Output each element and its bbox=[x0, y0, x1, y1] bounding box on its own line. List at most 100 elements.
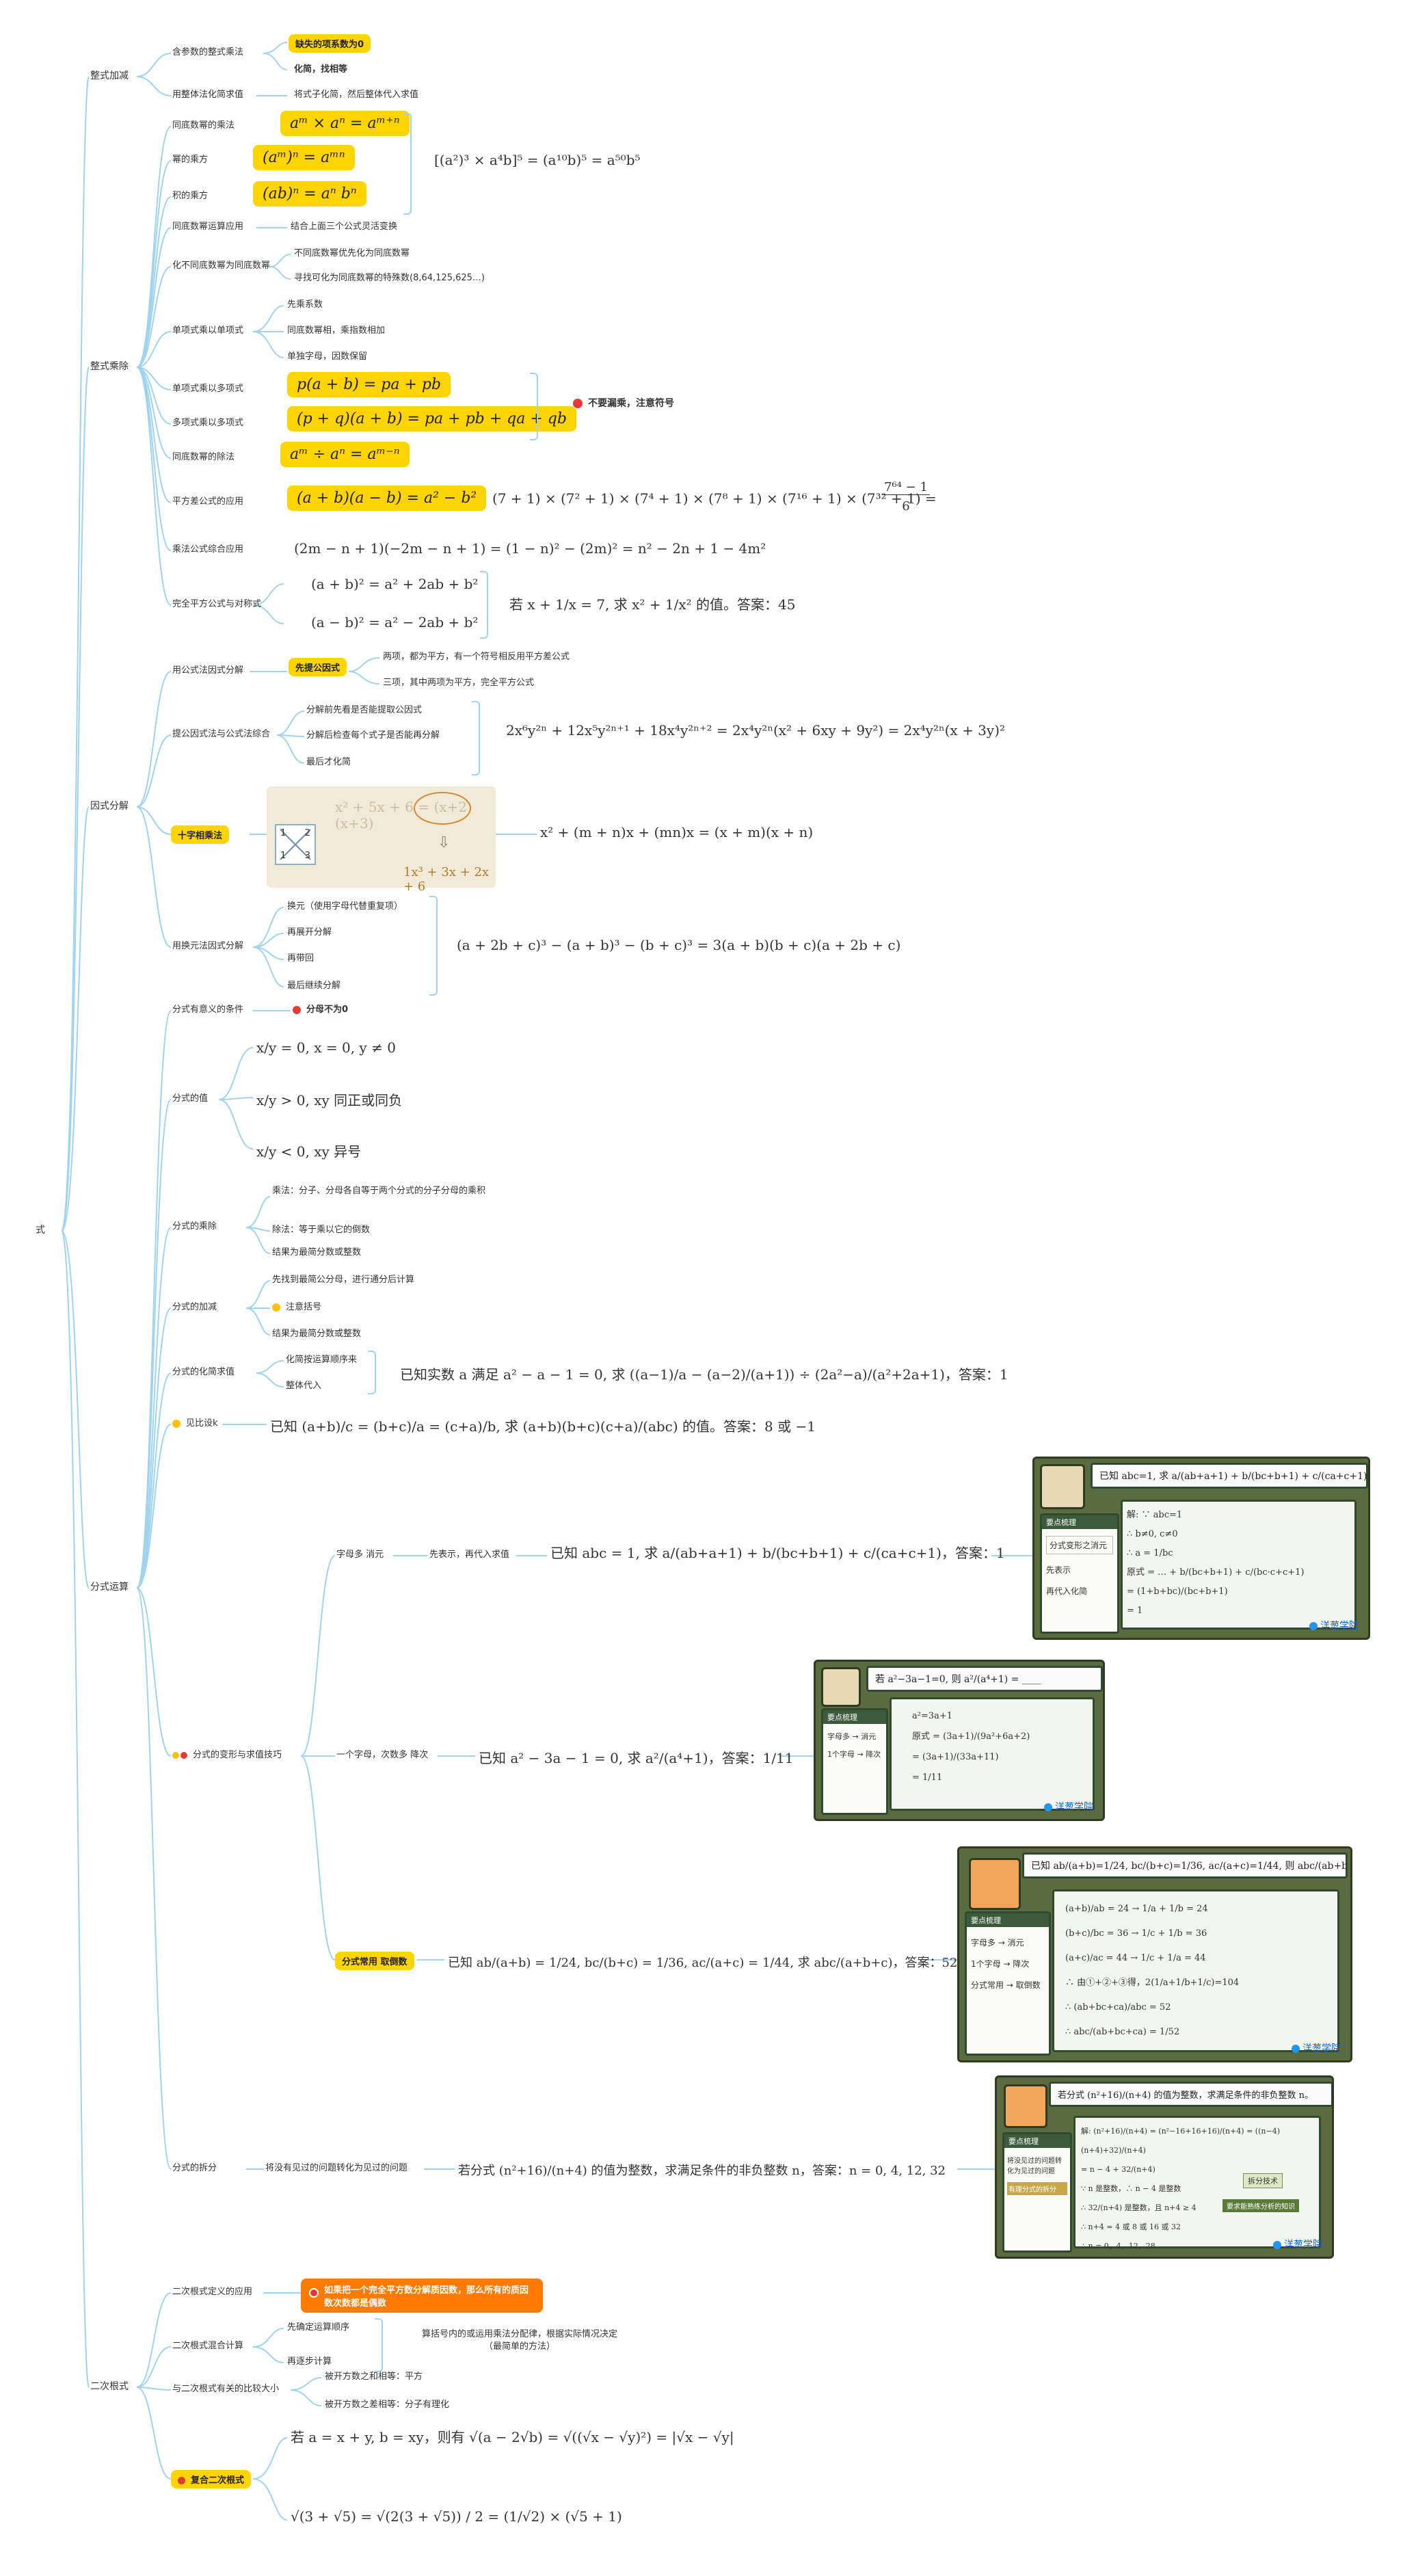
node-radical-compare-child-1: 被开方数之和相等：平方 bbox=[325, 2372, 423, 2382]
example-tip-eliminate: 已知 abc = 1, 求 a/(ab+a+1) + b/(bc+b+1) + … bbox=[550, 1545, 1005, 1561]
node-fraction-addsub-child-2-text: 注意括号 bbox=[286, 1302, 322, 1312]
cross-grid-tr: 2 bbox=[304, 828, 310, 838]
formula-substitution: (a + 2b + c)³ − (a + b)³ − (b + c)³ = 3(… bbox=[457, 937, 901, 953]
panel-logo-text: 洋葱学院 bbox=[1284, 2240, 1322, 2250]
lesson-panel-split: 若分式 (n²+16)/(n+4) 的值为整数，求满足条件的非负整数 n。 要点… bbox=[995, 2075, 1334, 2259]
node-radical-mixed-child-1: 先确定运算顺序 bbox=[287, 2322, 350, 2333]
yellow-dot-icon bbox=[172, 1751, 179, 1759]
lesson-panel-reduce-degree: 若 a²−3a−1=0, 则 a²/(a⁴+1) = ____ 要点梳理 字母多… bbox=[814, 1660, 1105, 1821]
panel-sidebar: 要点梳理 将没见过的问题转化为见过的问题 有理分式的拆分 bbox=[1002, 2132, 1072, 2253]
tag-common-factor-first: 先提公因式 bbox=[289, 658, 347, 676]
node-fraction-split-step: 将没有见过的问题转化为见过的问题 bbox=[265, 2163, 408, 2173]
node-fraction-meaningful: 分式有意义的条件 bbox=[172, 1005, 244, 1015]
node-whole-method: 用整体法化简求值 bbox=[172, 90, 244, 100]
avatar bbox=[1040, 1464, 1085, 1509]
panel-sidebar-title: 要点梳理 bbox=[823, 1710, 886, 1724]
panel-board: 解: (n²+16)/(n+4) = (n²−16+16+16)/(n+4) =… bbox=[1073, 2116, 1321, 2250]
case-fraction-negative: x/y < 0, xy 异号 bbox=[256, 1143, 362, 1160]
example-square-diff: (7 + 1) × (7² + 1) × (7⁴ + 1) × (7⁸ + 1)… bbox=[492, 490, 937, 507]
formula-power-division: aᵐ ÷ aⁿ = aᵐ⁻ⁿ bbox=[280, 442, 410, 467]
node-ratio-k-text: 见比设k bbox=[186, 1418, 218, 1429]
node-factor-mixed-child-3: 最后才化简 bbox=[306, 757, 351, 767]
panel-question: 已知 ab/(a+b)=1/24, bc/(b+c)=1/36, ac/(a+c… bbox=[1022, 1853, 1348, 1878]
note-no-miss: 不要漏乘，注意符号 bbox=[573, 397, 674, 410]
formula-power-mult: aᵐ × aⁿ = aᵐ⁺ⁿ bbox=[280, 111, 410, 136]
panel-logo-text: 洋葱学院 bbox=[1320, 1621, 1359, 1632]
tag-tip-reciprocal: 分式常用 取倒数 bbox=[335, 1952, 414, 1970]
node-param-multiply: 含参数的整式乘法 bbox=[172, 47, 244, 57]
node-substitution-child-1: 换元（使用字母代替重复项） bbox=[287, 901, 403, 912]
node-factor-two-terms: 两项，都为平方，有一个符号相反用平方差公式 bbox=[383, 652, 570, 662]
cross-grid-bl: 1 bbox=[280, 851, 286, 861]
example-fraction-simplify: 已知实数 a 满足 a² − a − 1 = 0, 求 ((a−1)/a − (… bbox=[400, 1366, 1008, 1383]
case-fraction-zero: x/y = 0, x = 0, y ≠ 0 bbox=[256, 1039, 396, 1056]
node-power-combo-child: 结合上面三个公式灵活变换 bbox=[291, 222, 398, 232]
branch-zhengshi-jiajian: 整式加减 bbox=[90, 70, 129, 81]
node-convert-base: 化不同底数幂为同底数幂 bbox=[172, 261, 271, 271]
onion-logo-icon bbox=[1044, 1803, 1052, 1811]
case-fraction-positive: x/y > 0, xy 同正或同负 bbox=[256, 1092, 403, 1108]
panel-sidebar-item-3: 再代入化简 bbox=[1046, 1586, 1088, 1596]
node-fraction-multdiv: 分式的乘除 bbox=[172, 1221, 217, 1232]
branch-zhengshi-chengchu: 整式乘除 bbox=[90, 361, 129, 372]
example-formula-combo: (2m − n + 1)(−2m − n + 1) = (1 − n)² − (… bbox=[294, 540, 766, 557]
node-fraction-div-rule: 除法：等于乘以它的倒数 bbox=[272, 1225, 371, 1235]
panel-step-2: ∴ b≠0, c≠0 bbox=[1127, 1529, 1178, 1539]
panel-step-5: = (1+b+bc)/(bc+b+1) bbox=[1127, 1586, 1228, 1597]
panel-sidebar-item-1: 字母多 → 消元 bbox=[827, 1732, 877, 1741]
example-power: [(a²)³ × a⁴b]⁵ = (a¹⁰b)⁵ = a⁵⁰b⁵ bbox=[434, 152, 641, 168]
node-mono-child-3: 单独字母，因数保留 bbox=[287, 351, 368, 362]
panel-logo: 洋葱学院 bbox=[1309, 1619, 1359, 1632]
formula-poly-poly: (p + q)(a + b) = pa + pb + qa + qb bbox=[287, 406, 576, 431]
node-ratio-k: 见比设k bbox=[172, 1418, 218, 1430]
onion-logo-icon bbox=[1273, 2241, 1281, 2249]
panel-step-6: ∴ n = 0，4，12，28 bbox=[1081, 2242, 1155, 2250]
panel-logo: 洋葱学院 bbox=[1292, 2041, 1341, 2055]
node-fraction-simplify-child-2: 整体代入 bbox=[286, 1381, 322, 1391]
note-no-miss-text: 不要漏乘，注意符号 bbox=[588, 398, 674, 409]
panel-question: 若分式 (n²+16)/(n+4) 的值为整数，求满足条件的非负整数 n。 bbox=[1049, 2082, 1332, 2107]
note-radical-mixed: 算括号内的或运用乘法分配律，根据实际情况决定（最简单的方法） bbox=[421, 2329, 617, 2352]
panel-board: a²=3a+1 原式 = (3a+1)/(9a²+6a+2) = (3a+1)/… bbox=[890, 1697, 1095, 1811]
panel-logo-text: 洋葱学院 bbox=[1302, 2043, 1341, 2054]
panel-sidebar: 要点梳理 字母多 → 消元 1个字母 → 降次 分式常用 → 取倒数 bbox=[965, 1911, 1051, 2056]
panel-step-1: 解: (n²+16)/(n+4) = (n²−16+16+16)/(n+4) =… bbox=[1081, 2127, 1280, 2155]
node-fraction-simplify-child-1: 化简按运算顺序来 bbox=[286, 1355, 358, 1365]
panel-step-5: ∴ n+4 = 4 或 8 或 16 或 32 bbox=[1081, 2222, 1181, 2231]
red-dot-icon bbox=[309, 2288, 319, 2298]
panel-sidebar-item-2: 有理分式的拆分 bbox=[1007, 2182, 1067, 2195]
node-factor-mixed-child-1: 分解前先看是否能提取公因式 bbox=[306, 705, 423, 715]
bracket-perfect-square bbox=[480, 571, 488, 639]
panel-step-4: ∴ 由①+②+③得，2(1/a+1/b+1/c)=104 bbox=[1065, 1978, 1240, 1988]
red-dot-icon bbox=[573, 399, 583, 408]
node-fraction-addsub-child-1: 先找到最简公分母，进行通分后计算 bbox=[272, 1275, 415, 1285]
note-radical-definition-text: 如果把一个完全平方数分解质因数，那么所有的质因数次数都是偶数 bbox=[324, 2285, 529, 2309]
node-fraction-transform-text: 分式的变形与求值技巧 bbox=[193, 1750, 282, 1760]
node-radical-mixed: 二次根式混合计算 bbox=[172, 2341, 244, 2351]
bracket-substitution bbox=[429, 896, 438, 996]
cross-grid: 1 2 1 3 bbox=[275, 824, 316, 865]
example-factor-mixed: 2x⁶y²ⁿ + 12x⁵y²ⁿ⁺¹ + 18x⁴y²ⁿ⁺² = 2x⁴y²ⁿ(… bbox=[506, 722, 1006, 739]
panel-sidebar-title: 要点梳理 bbox=[967, 1913, 1049, 1927]
node-substitution: 用换元法因式分解 bbox=[172, 941, 244, 951]
formula-cross-multiply: x² + (m + n)x + (mn)x = (x + m)(x + n) bbox=[540, 824, 814, 840]
lesson-panel-reciprocal: 已知 ab/(a+b)=1/24, bc/(b+c)=1/36, ac/(a+c… bbox=[957, 1846, 1352, 2062]
panel-step-6: = 1 bbox=[1127, 1606, 1143, 1616]
node-poly-poly: 多项式乘以多项式 bbox=[172, 418, 244, 428]
panel-step-4: 原式 = … + b/(bc+b+1) + c/(bc·c+c+1) bbox=[1127, 1567, 1305, 1578]
node-substitution-child-3: 再带回 bbox=[287, 953, 315, 964]
panel-sidebar-title: 要点梳理 bbox=[1004, 2134, 1070, 2148]
formula-power-power: (aᵐ)ⁿ = aᵐⁿ bbox=[253, 145, 355, 170]
panel-step-1: a²=3a+1 bbox=[912, 1711, 953, 1721]
bracket-fraction-simplify bbox=[368, 1351, 376, 1394]
example-tip-reciprocal: 已知 ab/(a+b) = 1/24, bc/(b+c) = 1/36, ac/… bbox=[448, 1956, 958, 1970]
node-fraction-addsub-child-3: 结果为最简分数或整数 bbox=[272, 1329, 362, 1339]
node-substitution-child-4: 最后继续分解 bbox=[287, 981, 341, 991]
cross-lines-icon bbox=[280, 829, 311, 860]
panel-step-3: (a+c)/ac = 44 → 1/c + 1/a = 44 bbox=[1065, 1953, 1206, 1963]
panel-sidebar-item-1: 将没见过的问题转化为见过的问题 bbox=[1007, 2157, 1062, 2175]
tag-compound-radical-text: 复合二次根式 bbox=[191, 2475, 245, 2486]
node-factor-three-terms: 三项，其中两项为平方，完全平方公式 bbox=[383, 678, 535, 688]
note-denominator-nonzero-text: 分母不为0 bbox=[306, 1005, 349, 1015]
